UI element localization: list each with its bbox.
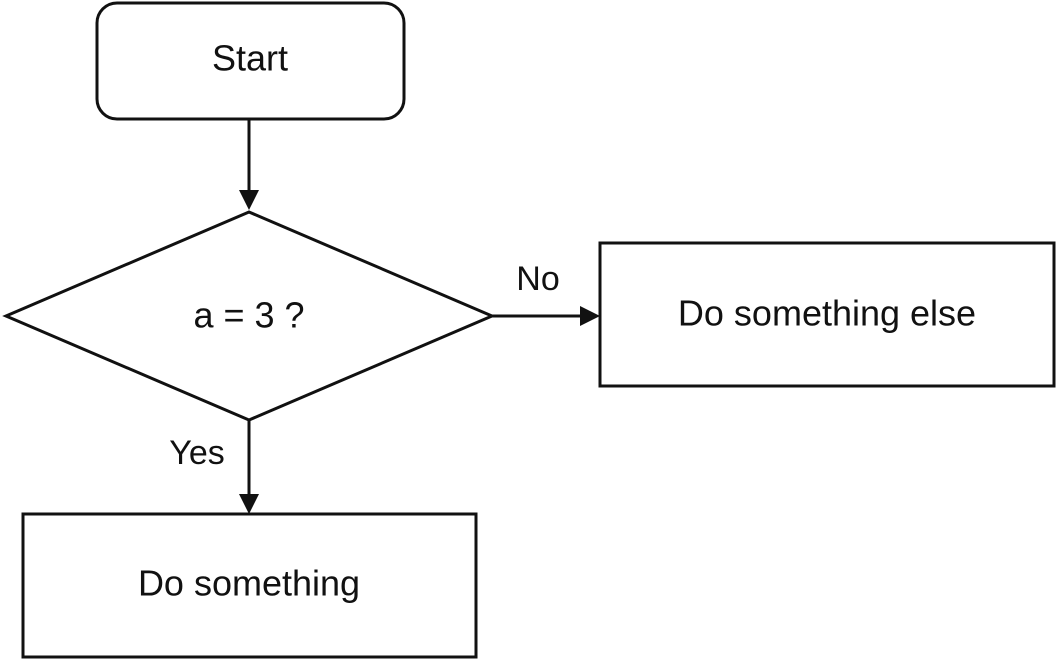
- else-action-node: Do something else: [598, 241, 1056, 388]
- decision-node-label: a = 3 ?: [193, 295, 304, 336]
- decision-no-arrow: No: [492, 260, 600, 326]
- action-node-shape: [21, 512, 478, 659]
- else-action-node-shape: [598, 241, 1056, 388]
- start-node-label: Start: [212, 38, 288, 79]
- decision-node: a = 3 ?: [2, 210, 496, 422]
- else-action-node-label: Do something else: [678, 293, 976, 334]
- start-to-decision-arrowhead: [239, 190, 259, 210]
- start-to-decision-arrow: [239, 119, 259, 210]
- decision-yes-arrowhead: [239, 494, 259, 514]
- action-node: Do something: [21, 512, 478, 659]
- start-node: Start: [95, 1, 406, 121]
- decision-no-arrowhead: [580, 306, 600, 326]
- decision-yes-arrow: Yes: [169, 420, 259, 514]
- action-node-label: Do something: [138, 563, 360, 604]
- decision-no-label: No: [516, 260, 559, 298]
- decision-yes-label: Yes: [169, 434, 224, 472]
